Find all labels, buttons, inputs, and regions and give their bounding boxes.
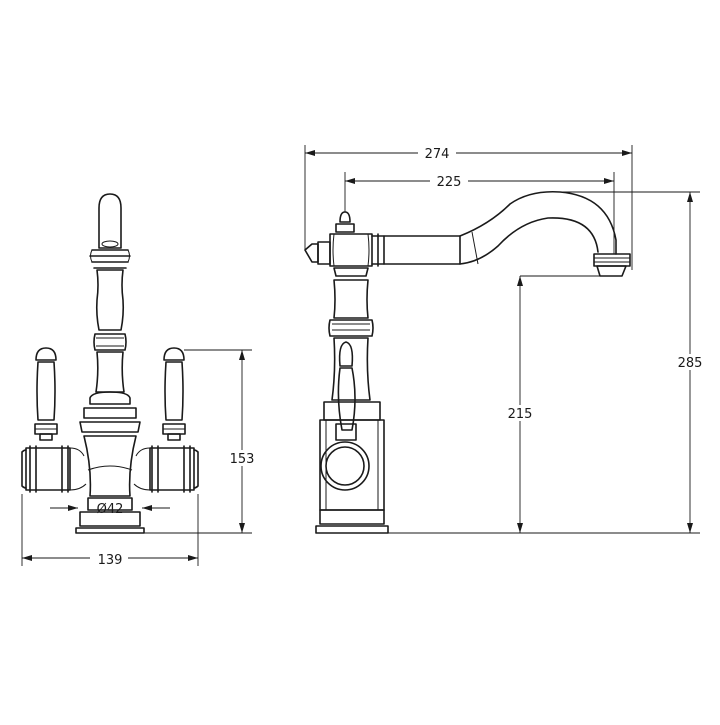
dim-side-height-total: [388, 191, 700, 534]
base-diameter-text: Ø42: [97, 502, 124, 517]
dim-base-diameter: [50, 505, 170, 511]
side-reach-spout-text: 225: [437, 175, 462, 190]
dim-side-reach-spout: [344, 172, 615, 254]
side-reach-total-text: 274: [425, 147, 450, 162]
front-width-text: 139: [98, 553, 123, 568]
side-height-total-text: 285: [678, 356, 703, 371]
dim-side-reach-total: [304, 145, 633, 270]
front-height-text: 153: [230, 452, 255, 467]
side-view-faucet: [304, 190, 631, 534]
dim-front-height: [144, 349, 252, 534]
side-height-spout-text: 215: [508, 407, 533, 422]
front-view-faucet: [21, 193, 199, 534]
dim-side-height-spout: [517, 275, 600, 533]
